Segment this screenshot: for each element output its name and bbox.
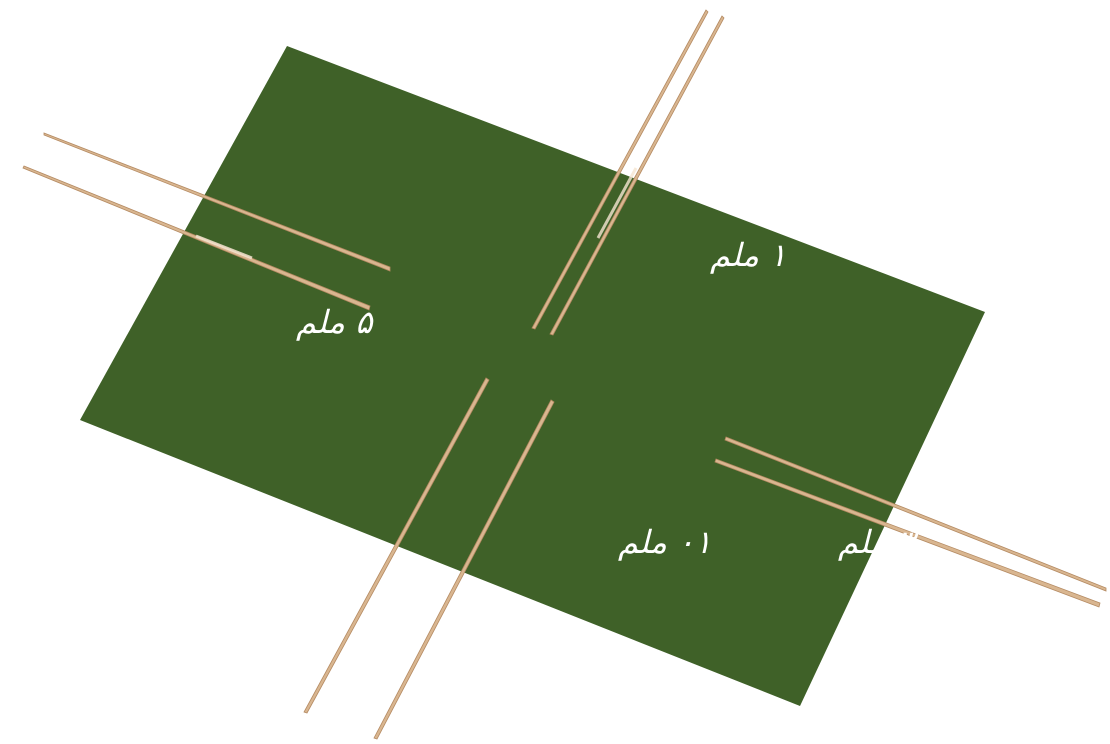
toothpick	[43, 132, 391, 272]
label-1mm: ۱ ملم	[710, 236, 786, 274]
toothpick-pair-top	[531, 9, 725, 336]
toothpick-pair-right	[714, 436, 1107, 608]
label-5mm: ۵ ملم	[296, 303, 374, 341]
toothpick	[714, 458, 1101, 608]
toothpick-pair-left	[22, 132, 391, 311]
toothpick	[724, 436, 1107, 592]
label-10mm: ۱۰ ملم	[618, 523, 712, 561]
toothpick-pair-bottom	[303, 377, 555, 740]
toothpick	[22, 165, 371, 311]
toothpick	[303, 377, 490, 714]
green-board	[80, 46, 985, 706]
toothpick	[373, 399, 555, 740]
toothpick	[549, 15, 725, 336]
toothpick	[531, 9, 709, 330]
label-3mm: ۳ ملم	[838, 523, 919, 561]
